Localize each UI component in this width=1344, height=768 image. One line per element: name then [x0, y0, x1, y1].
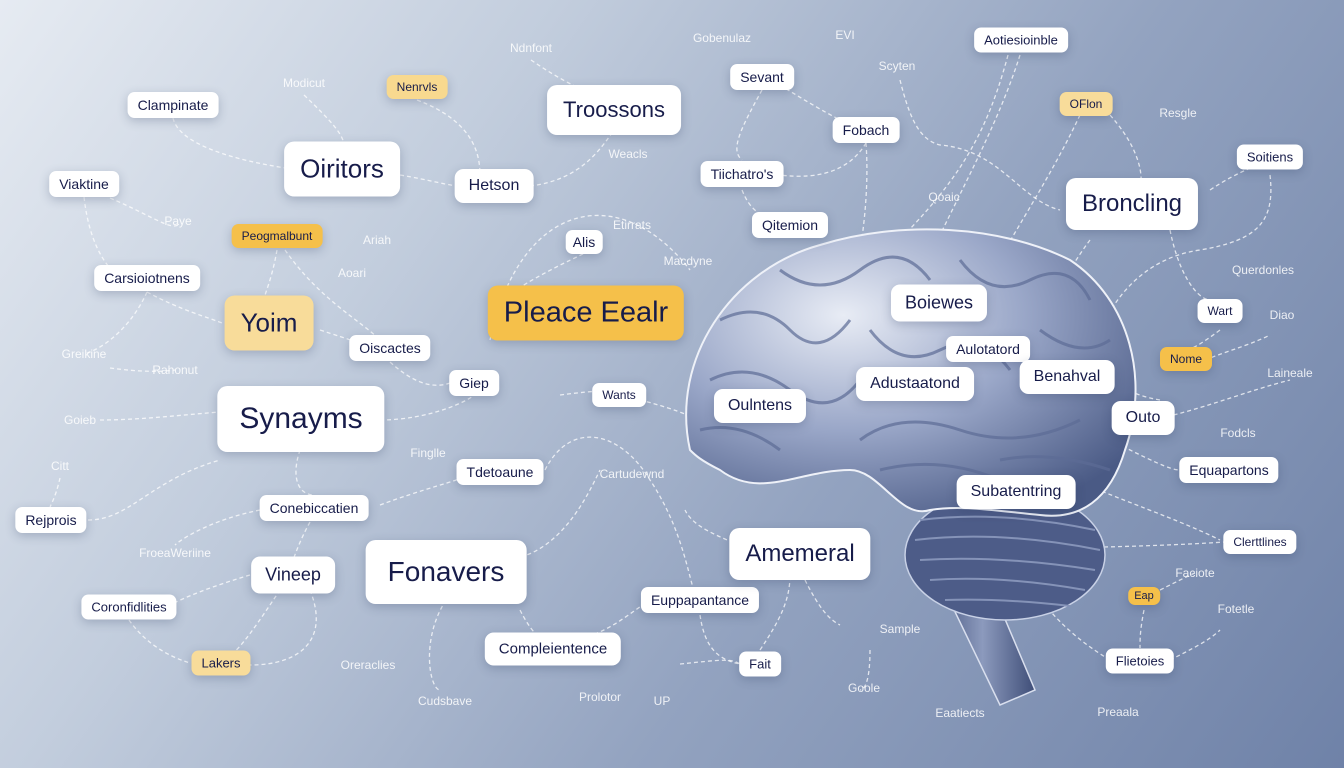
label-synayms: Synayms — [217, 386, 385, 452]
label-hetson: Hetson — [454, 169, 534, 203]
label-fonavers: Fonavers — [365, 540, 527, 604]
word-macdyne: Macdyne — [663, 254, 713, 268]
label-wart: Wart — [1197, 299, 1243, 323]
label-clerttlines: Clerttlines — [1223, 530, 1297, 554]
word-qoaic: Qoaic — [928, 190, 960, 204]
label-tiichatros: Tiichatro's — [700, 161, 784, 187]
word-paye: Paye — [164, 214, 192, 228]
word-fotetle: Fotetle — [1217, 602, 1255, 616]
label-giep: Giep — [449, 370, 499, 396]
label-sevant: Sevant — [730, 64, 794, 90]
label-bronding: Broncling — [1065, 178, 1199, 230]
label-viaktine: Viaktine — [49, 171, 119, 197]
word-ndnfont: Ndnfont — [509, 41, 553, 55]
word-aoari: Aoari — [337, 266, 367, 280]
word-gobenulaz: Gobenulaz — [692, 31, 752, 45]
word-prolotor: Prolotor — [578, 690, 622, 704]
label-troossons: Troossons — [547, 85, 681, 135]
word-preaala: Preaala — [1097, 705, 1139, 719]
word-laineale: Laineale — [1267, 366, 1313, 380]
word-scyten: Scyten — [878, 59, 916, 73]
label-alis: Alis — [565, 230, 603, 254]
word-querdonles: Querdonles — [1231, 263, 1295, 277]
label-flietoies: Flietoies — [1105, 648, 1175, 674]
word-sample: Sample — [879, 622, 921, 636]
label-clampinate: Clampinate — [127, 92, 219, 118]
label-subatentring: Subatentring — [956, 475, 1076, 509]
word-finglle: Finglle — [410, 446, 446, 460]
label-aulotatord: Aulotatord — [946, 336, 1030, 362]
word-etirrats: Etirrats — [612, 218, 652, 232]
word-greikine: Greikine — [61, 347, 107, 361]
highlight-lakers: Lakers — [191, 650, 251, 676]
word-citt: Citt — [51, 459, 69, 473]
label-qitemion: Qitemion — [751, 212, 829, 238]
label-wants: Wants — [592, 383, 646, 407]
label-conebiccatien: Conebiccatien — [259, 495, 369, 521]
label-euppapantance: Euppapantance — [640, 587, 760, 613]
word-weacls: Weacls — [608, 147, 648, 161]
label-soitiens: Soitiens — [1236, 144, 1304, 170]
label-rejprois: Rejprois — [15, 507, 87, 533]
label-tdetoaune: Tdetoaune — [456, 459, 544, 485]
word-eaatiects: Eaatiects — [935, 706, 985, 720]
label-fait: Fait — [739, 651, 781, 677]
label-coronfidlities: Coronfidlities — [81, 594, 177, 620]
highlight-nome: Nome — [1159, 347, 1213, 371]
word-evi: EVI — [835, 28, 855, 42]
highlight-eap: Eap — [1128, 587, 1160, 605]
highlight-please-eealr: Pleace Eealr — [487, 285, 685, 341]
label-amemeral: Amemeral — [729, 528, 871, 580]
label-vineep: Vineep — [251, 556, 335, 594]
label-adustaatond: Adustaatond — [856, 367, 974, 401]
word-resgle: Resgle — [1159, 106, 1197, 120]
label-carsioiotnens: Carsioiotnens — [94, 265, 200, 291]
word-diao: Diao — [1269, 308, 1295, 322]
label-outo: Outo — [1111, 401, 1175, 435]
highlight-nenrvls: Nenrvls — [386, 75, 448, 99]
label-oulntens: Oulntens — [713, 389, 807, 423]
highlight-peogmalbunt: Peogmalbunt — [231, 224, 323, 248]
label-equapartons: Equapartons — [1179, 457, 1279, 483]
label-compleientence: Compleientence — [484, 632, 622, 666]
label-benahval: Benahval — [1019, 360, 1115, 394]
word-froeaweriine: FroeaWeriine — [139, 546, 211, 560]
label-boiewes: Boiewes — [890, 284, 988, 322]
word-rahonut: Rahonut — [152, 363, 198, 377]
word-cudsbave: Cudsbave — [417, 694, 473, 708]
word-fodcls: Fodcls — [1220, 426, 1256, 440]
label-oiscactes: Oiscactes — [349, 335, 431, 361]
word-modicut: Modicut — [282, 76, 326, 90]
word-ariah: Ariah — [362, 233, 392, 247]
highlight-oflon: OFlon — [1059, 92, 1113, 116]
word-goieb: Goieb — [63, 413, 97, 427]
word-faciote: Faciote — [1175, 566, 1215, 580]
word-oreraclies: Oreraclies — [340, 658, 396, 672]
word-cartudewnd: Cartudewnd — [599, 467, 665, 481]
label-fobach: Fobach — [832, 117, 900, 143]
label-oiritors: Oiritors — [284, 141, 400, 197]
word-goole: Goole — [847, 681, 881, 695]
word-up: UP — [653, 694, 671, 708]
label-aotiesioinble: Aotiesioinble — [974, 27, 1068, 53]
highlight-yoim: Yoim — [224, 295, 314, 351]
